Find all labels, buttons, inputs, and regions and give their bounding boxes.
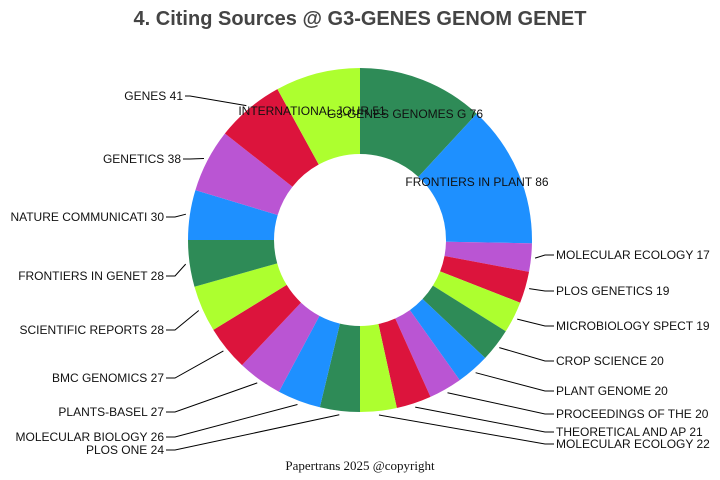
slice-label: INTERNATIONAL JOUR 51 xyxy=(238,104,386,118)
donut-slice xyxy=(432,271,521,332)
slice-label: MICROBIOLOGY SPECT 19 xyxy=(556,319,710,333)
donut-slice xyxy=(188,240,278,287)
slice-label: BMC GENOMICS 27 xyxy=(52,371,164,385)
donut-slice xyxy=(277,68,360,165)
leader-line xyxy=(415,406,554,433)
slice-label: GENES 41 xyxy=(124,89,183,103)
donut-slice xyxy=(188,190,278,240)
slice-label: THEORETICAL AND AP 21 xyxy=(556,425,703,439)
donut-slice xyxy=(278,315,340,408)
leader-line xyxy=(166,310,200,331)
leader-line xyxy=(447,392,554,415)
slice-label: CROP SCIENCE 20 xyxy=(556,354,664,368)
donut-slice xyxy=(378,318,431,409)
leader-line xyxy=(378,414,554,445)
leader-line xyxy=(166,350,224,379)
donut-slice xyxy=(224,89,319,187)
leader-line xyxy=(185,95,247,107)
label-group: G3-GENES GENOMES G 76 FRONTIERS IN PLANT … xyxy=(10,89,710,457)
leader-line xyxy=(534,254,554,259)
slice-label: NATURE COMMUNICATI 30 xyxy=(10,210,164,224)
slice-label: MOLECULAR ECOLOGY 22 xyxy=(556,437,710,451)
donut-slice xyxy=(395,310,460,397)
slice-label: MOLECULAR BIOLOGY 26 xyxy=(16,430,165,444)
slice-label: PLANT GENOME 20 xyxy=(556,384,668,398)
donut-slice xyxy=(440,255,530,303)
donut-slice xyxy=(360,68,477,177)
slice-label: PLOS GENETICS 19 xyxy=(556,284,670,298)
slice-label: GENETICS 38 xyxy=(103,152,181,166)
slice-label: FRONTIERS IN PLANT 86 xyxy=(405,175,548,189)
slice-label: SCIENTIFIC REPORTS 28 xyxy=(20,323,165,337)
slice-label: PLANTS-BASEL 27 xyxy=(58,405,164,419)
slice-label: PLOS ONE 24 xyxy=(86,443,164,457)
donut-slice xyxy=(360,324,397,412)
leader-line xyxy=(166,414,340,451)
donut-slice xyxy=(444,241,532,272)
donut-slice xyxy=(213,284,302,366)
slice-group xyxy=(188,68,533,412)
donut-slice xyxy=(418,113,533,244)
leader-line xyxy=(166,263,187,277)
chart-footer: Papertrans 2025 @copyright xyxy=(285,458,435,473)
leader-line xyxy=(499,347,554,362)
donut-slice xyxy=(194,263,287,330)
donut-slice xyxy=(422,285,506,358)
donut-slice xyxy=(319,323,360,412)
chart-title: 4. Citing Sources @ G3-GENES GENOM GENET xyxy=(134,8,587,30)
donut-slice xyxy=(409,298,486,381)
leader-line xyxy=(166,404,298,438)
leader-line xyxy=(529,288,554,292)
slice-label: G3-GENES GENOMES G 76 xyxy=(327,107,483,121)
slice-label: FRONTIERS IN GENET 28 xyxy=(18,269,164,283)
leader-line xyxy=(517,318,554,327)
leader-line xyxy=(475,372,554,392)
slice-label: PROCEEDINGS OF THE 20 xyxy=(556,407,709,421)
donut-slice xyxy=(195,133,293,216)
leader-line xyxy=(166,382,258,413)
donut-slice xyxy=(242,302,320,392)
slice-label: MOLECULAR ECOLOGY 17 xyxy=(556,248,710,262)
leader-line xyxy=(166,213,187,218)
